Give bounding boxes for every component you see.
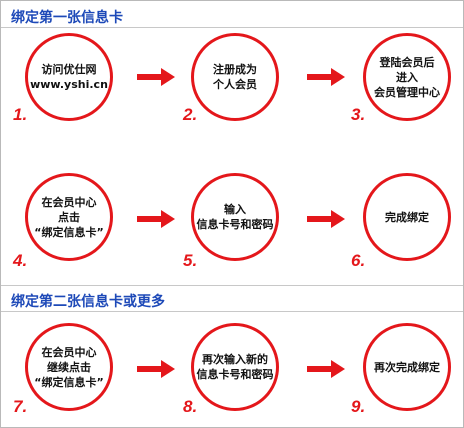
arrow-right-icon [307,210,345,228]
step-circle-7: 在会员中心 继续点击 “绑定信息卡” [25,323,113,411]
step-circle-3: 登陆会员后 进入 会员管理中心 [363,33,451,121]
divider [1,311,463,312]
step-text-6: 完成绑定 [385,210,429,224]
step-circle-5: 输入 信息卡号和密码 [191,173,279,261]
step-number-9: 9. [351,397,366,416]
step-text-2: 注册成为 个人会员 [213,63,257,91]
arrow-right-icon [137,360,175,378]
arrow-right-icon [137,68,175,86]
section-title-more-cards: 绑定第二张信息卡或更多 [11,294,165,310]
step-text-9: 再次完成绑定 [374,360,440,374]
step-circle-4: 在会员中心 点击 “绑定信息卡” [25,173,113,261]
step-circle-8: 再次输入新的 信息卡号和密码 [191,323,279,411]
step-circle-9: 再次完成绑定 [363,323,451,411]
step-circle-6: 完成绑定 [363,173,451,261]
step-number-3: 3. [351,105,366,124]
arrow-right-icon [307,68,345,86]
section-title-first-card: 绑定第一张信息卡 [11,10,123,26]
step-number-1: 1. [13,105,28,124]
step-number-5: 5. [183,251,198,270]
step-circle-1: 访问优仕网 www.yshi.cn [25,33,113,121]
step-circle-2: 注册成为 个人会员 [191,33,279,121]
step-text-8: 再次输入新的 信息卡号和密码 [196,353,274,381]
arrow-right-icon [307,360,345,378]
divider [1,27,463,28]
divider [1,285,463,286]
step-number-2: 2. [183,105,198,124]
step-text-4: 在会员中心 点击 “绑定信息卡” [34,195,104,239]
step-number-4: 4. [13,251,28,270]
step-text-1: 访问优仕网 www.yshi.cn [30,63,108,91]
step-number-8: 8. [183,397,198,416]
step-text-7: 在会员中心 继续点击 “绑定信息卡” [34,345,104,389]
arrow-right-icon [137,210,175,228]
step-number-6: 6. [351,251,366,270]
step-text-5: 输入 信息卡号和密码 [196,203,274,231]
step-number-7: 7. [13,397,28,416]
step-text-3: 登陆会员后 进入 会员管理中心 [374,55,440,99]
